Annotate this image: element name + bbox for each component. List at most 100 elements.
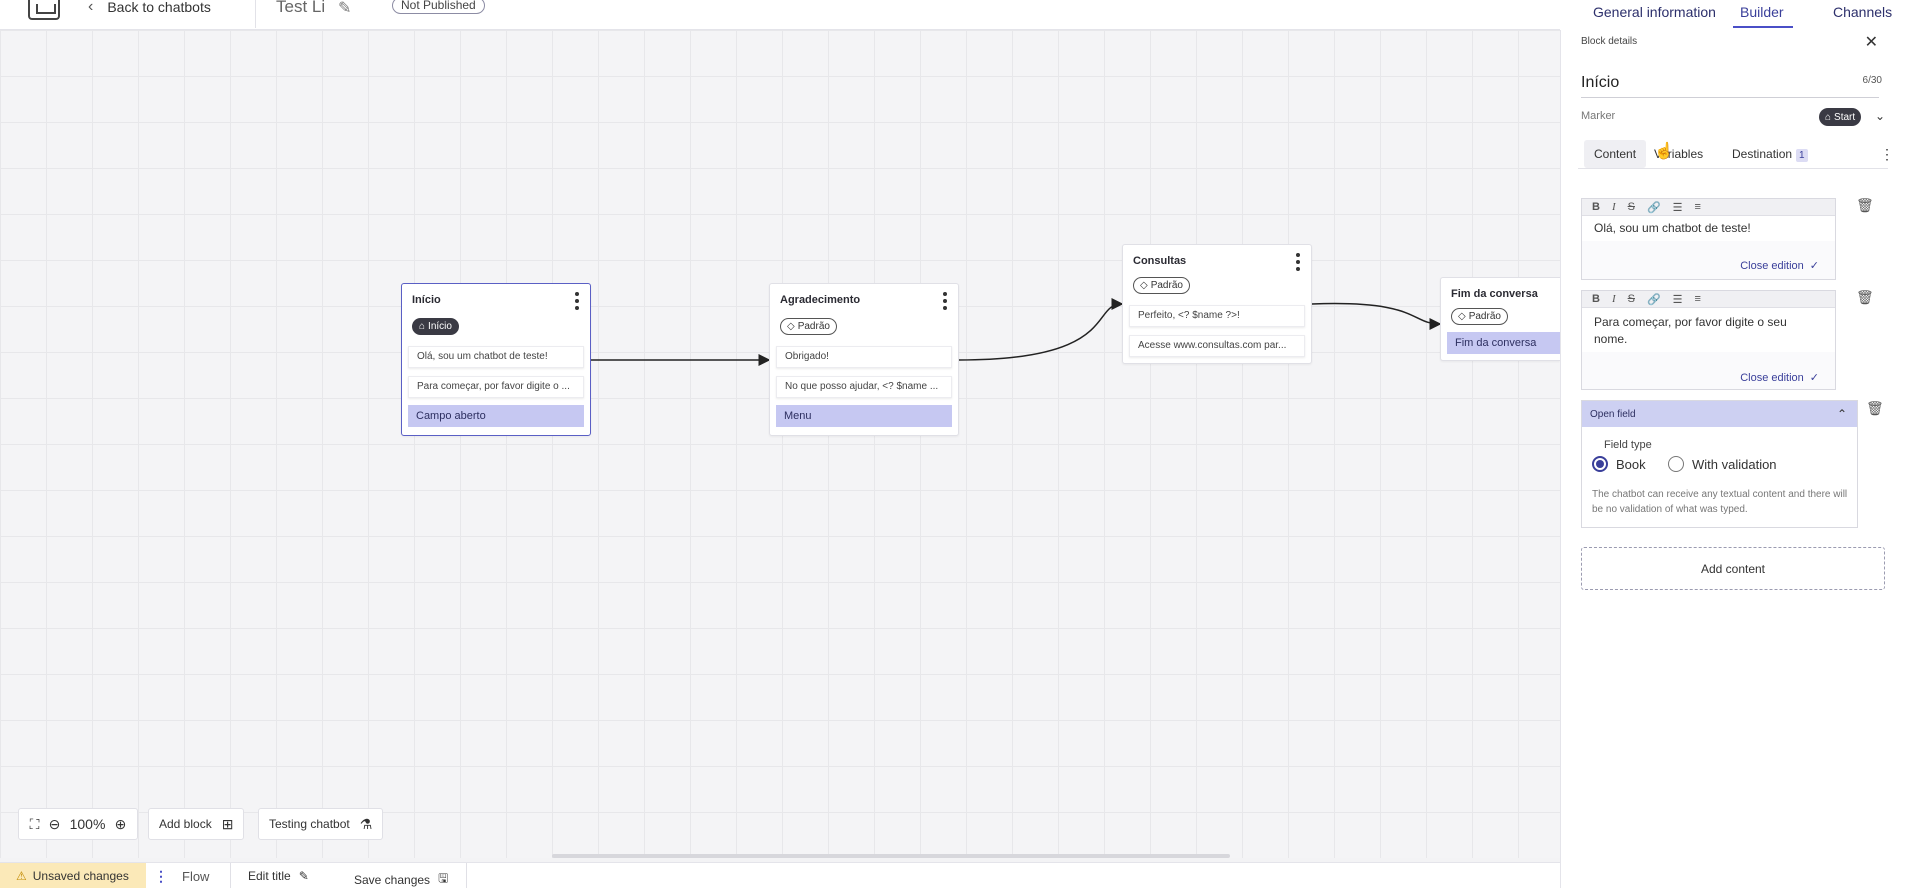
field-type-description: The chatbot can receive any textual cont… bbox=[1592, 489, 1848, 515]
close-edition-button[interactable]: Close edition ✓ bbox=[1740, 371, 1819, 385]
block-agradecimento[interactable]: Agradecimento ◇Padrão Obrigado! No que p… bbox=[769, 283, 959, 436]
block-fim-da-conversa[interactable]: Fim da conversa ◇Padrão Fim da conversa bbox=[1440, 277, 1560, 361]
home-icon: ⌂ bbox=[419, 321, 426, 332]
tab-general-information[interactable]: General information bbox=[1593, 4, 1716, 20]
chevron-down-icon[interactable]: ⌄ bbox=[1875, 109, 1886, 123]
zoom-in-icon[interactable]: ⊕ bbox=[114, 815, 127, 832]
radio-with-validation[interactable]: With validation bbox=[1668, 456, 1777, 472]
tag-label: Padrão bbox=[1468, 311, 1501, 322]
input-underline bbox=[1581, 97, 1879, 98]
radio-unselected-icon bbox=[1668, 456, 1684, 472]
trash-icon[interactable]: 🗑 bbox=[1856, 289, 1874, 305]
block-title: Agradecimento bbox=[780, 294, 861, 306]
edit-title-button[interactable]: Edit title ✎ bbox=[248, 869, 309, 883]
italic-icon[interactable]: I bbox=[1611, 293, 1616, 305]
divider bbox=[230, 863, 231, 888]
block-tag: ◇Padrão bbox=[1133, 277, 1190, 294]
editor-text[interactable]: Para começar, por favor digite o seu nom… bbox=[1582, 308, 1835, 352]
flow-canvas[interactable]: Início ⌂Início Olá, sou um chatbot de te… bbox=[0, 30, 1560, 858]
marker-value: Start bbox=[1834, 111, 1856, 123]
block-message[interactable]: Acesse www.consultas.com par... bbox=[1129, 335, 1305, 357]
rich-text-editor[interactable]: B I S 🔗 ☰ ≡ Olá, sou um chatbot de teste… bbox=[1581, 198, 1836, 280]
chevron-up-icon[interactable]: ⌃ bbox=[1836, 407, 1847, 421]
more-options-icon[interactable]: ⋮ bbox=[1880, 146, 1894, 162]
edge-agradecimento-consultas bbox=[958, 298, 1124, 361]
numbered-list-icon[interactable]: ≡ bbox=[1694, 201, 1701, 213]
status-badge: Not Published bbox=[392, 0, 485, 14]
flask-icon: ⚗ bbox=[359, 815, 373, 832]
divider bbox=[255, 0, 256, 28]
kebab-menu-icon[interactable] bbox=[574, 292, 580, 310]
block-title: Consultas bbox=[1133, 255, 1187, 267]
edit-title-label: Edit title bbox=[248, 869, 291, 883]
block-message[interactable]: Obrigado! bbox=[776, 346, 952, 368]
italic-icon[interactable]: I bbox=[1611, 201, 1616, 213]
tab-builder[interactable]: Builder bbox=[1740, 4, 1784, 20]
block-tag: ◇Padrão bbox=[1451, 308, 1508, 325]
close-edition-button[interactable]: Close edition ✓ bbox=[1740, 259, 1819, 273]
block-title-input[interactable]: Início bbox=[1581, 74, 1620, 91]
status-bar: ⚠ Unsaved changes ⋮ Flow Edit title ✎ Sa… bbox=[0, 862, 1560, 888]
open-field-header[interactable]: Open field ⌃ bbox=[1582, 401, 1857, 427]
flow-connections bbox=[591, 298, 1442, 366]
link-icon[interactable]: 🔗 bbox=[1646, 293, 1661, 306]
top-tabs: General information Builder Channels bbox=[1560, 0, 1912, 30]
flow-label: Flow bbox=[182, 869, 210, 884]
zoom-out-icon[interactable]: ⊖ bbox=[48, 815, 61, 832]
add-block-icon: ⊞ bbox=[221, 815, 234, 832]
horizontal-scrollbar[interactable] bbox=[552, 854, 1230, 858]
add-block-button[interactable]: Add block ⊞ bbox=[148, 808, 245, 840]
block-message[interactable]: Perfeito, <? $name ?>! bbox=[1129, 305, 1305, 327]
save-changes-label: Save changes bbox=[354, 872, 431, 887]
numbered-list-icon[interactable]: ≡ bbox=[1694, 293, 1701, 305]
back-to-chatbots-button[interactable]: ‹ Back to chatbots bbox=[88, 0, 211, 15]
marker-select[interactable]: ⌂ Start bbox=[1819, 108, 1862, 126]
block-message[interactable]: No que posso ajudar, <? $name ... bbox=[776, 376, 952, 398]
editor-toolbar: B I S 🔗 ☰ ≡ bbox=[1582, 291, 1835, 308]
tag-icon: ◇ bbox=[1140, 280, 1148, 291]
editor-text[interactable]: Olá, sou um chatbot de teste! bbox=[1582, 216, 1835, 241]
strikethrough-icon[interactable]: S bbox=[1627, 293, 1635, 305]
kebab-menu-icon[interactable] bbox=[942, 292, 948, 310]
pencil-icon[interactable]: ✎ bbox=[338, 0, 352, 17]
block-inicio[interactable]: Início ⌂Início Olá, sou um chatbot de te… bbox=[401, 283, 591, 436]
block-message[interactable]: Olá, sou um chatbot de teste! bbox=[408, 346, 584, 368]
block-title: Início bbox=[412, 294, 441, 306]
testing-chatbot-button[interactable]: Testing chatbot ⚗ bbox=[258, 808, 384, 840]
add-content-button[interactable]: Add content bbox=[1581, 547, 1885, 590]
divider bbox=[466, 863, 467, 888]
app-logo-icon[interactable] bbox=[28, 0, 60, 20]
block-action[interactable]: Fim da conversa bbox=[1447, 332, 1560, 354]
tab-variables[interactable]: Variables bbox=[1654, 147, 1704, 161]
tab-channels[interactable]: Channels bbox=[1833, 4, 1893, 20]
save-changes-button[interactable]: Save changes 🖫 bbox=[354, 869, 448, 888]
bullet-list-icon[interactable]: ☰ bbox=[1672, 201, 1683, 214]
chevron-left-icon: ‹ bbox=[88, 0, 94, 15]
trash-icon[interactable]: 🗑 bbox=[1866, 400, 1884, 416]
link-icon[interactable]: 🔗 bbox=[1646, 201, 1661, 214]
cursor-icon: ☝ bbox=[1654, 143, 1674, 160]
zoom-controls: ⛶ ⊖ 100% ⊕ bbox=[18, 808, 138, 840]
block-action[interactable]: Menu bbox=[776, 405, 952, 427]
bold-icon[interactable]: B bbox=[1592, 201, 1600, 213]
kebab-menu-icon[interactable] bbox=[1295, 253, 1301, 271]
radio-selected-icon bbox=[1592, 456, 1608, 472]
close-icon[interactable]: ✕ bbox=[1864, 34, 1878, 51]
block-action[interactable]: Campo aberto bbox=[408, 405, 584, 427]
strikethrough-icon[interactable]: S bbox=[1627, 201, 1635, 213]
more-options-icon[interactable]: ⋮ bbox=[154, 868, 168, 884]
block-message[interactable]: Para começar, por favor digite o ... bbox=[408, 376, 584, 398]
fit-screen-icon[interactable]: ⛶ bbox=[29, 815, 40, 832]
unsaved-label: Unsaved changes bbox=[32, 869, 129, 883]
bullet-list-icon[interactable]: ☰ bbox=[1672, 293, 1683, 306]
trash-icon[interactable]: 🗑 bbox=[1856, 197, 1874, 213]
rich-text-editor[interactable]: B I S 🔗 ☰ ≡ Para começar, por favor digi… bbox=[1581, 290, 1836, 390]
block-consultas[interactable]: Consultas ◇Padrão Perfeito, <? $name ?>!… bbox=[1122, 244, 1312, 364]
bold-icon[interactable]: B bbox=[1592, 293, 1600, 305]
editor-toolbar: B I S 🔗 ☰ ≡ bbox=[1582, 199, 1835, 216]
marker-label: Marker bbox=[1581, 110, 1616, 122]
radio-book[interactable]: Book bbox=[1592, 456, 1646, 472]
warning-icon: ⚠ bbox=[16, 869, 27, 883]
tab-content[interactable]: Content bbox=[1584, 140, 1647, 168]
